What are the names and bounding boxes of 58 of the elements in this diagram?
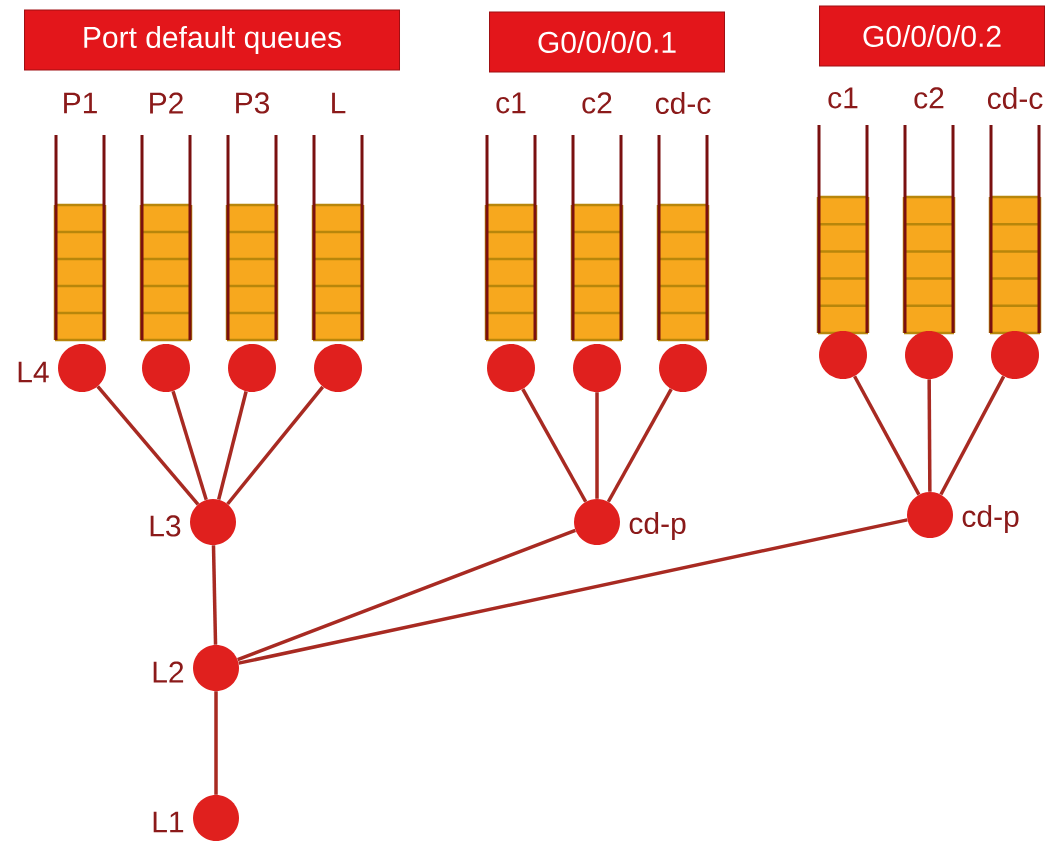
queue-label: cd-c [987, 87, 1043, 109]
header-box: G0/0/0/0.2 [819, 5, 1045, 67]
connector-line [226, 385, 325, 506]
queue-drawing [902, 123, 956, 335]
connector-line [521, 388, 588, 503]
connector-line [214, 691, 218, 795]
circle [58, 344, 106, 392]
queue-drawing [816, 123, 870, 335]
level-label: L3 [150, 515, 181, 537]
queue-drawing [311, 133, 365, 342]
level-label: cd-p [629, 512, 686, 540]
circle [907, 492, 953, 538]
queue-label: P3 [236, 92, 270, 114]
circle [142, 344, 190, 392]
queue-label: P1 [64, 92, 97, 114]
queue-drawing [139, 133, 193, 342]
connector-line [238, 518, 908, 665]
queue-label: cd-c [655, 92, 711, 114]
level-label: L2 [153, 661, 184, 683]
level-label: L4 [18, 361, 49, 383]
connector-line [217, 391, 248, 500]
queue-drawing [570, 133, 624, 342]
circle [193, 795, 239, 841]
circle [574, 499, 620, 545]
connector-line [96, 385, 200, 506]
circle [573, 344, 621, 392]
connector-line [211, 545, 218, 645]
circle [228, 344, 276, 392]
queue-label: L [332, 92, 346, 114]
queue-drawing [988, 123, 1042, 335]
queue-drawing [656, 133, 710, 342]
circle [991, 331, 1039, 379]
queue-label: c1 [496, 92, 526, 114]
level-label: L1 [153, 811, 184, 833]
circle [193, 645, 239, 691]
connector-line [606, 388, 673, 503]
circle [190, 499, 236, 545]
circle [659, 344, 707, 392]
connector-line [939, 375, 1006, 496]
queue-label: P2 [150, 92, 183, 114]
header-box: G0/0/0/0.1 [489, 11, 725, 73]
queue-drawing [53, 133, 107, 342]
circle [487, 344, 535, 392]
connector-line [927, 379, 932, 492]
queue-label: c1 [828, 87, 858, 109]
connector-line [595, 392, 599, 499]
connector-line [171, 390, 208, 501]
header-box: Port default queues [24, 9, 400, 71]
connector-line [237, 528, 576, 662]
circle [905, 331, 953, 379]
queue-label: c2 [582, 92, 612, 114]
level-label: cd-p [962, 505, 1019, 533]
queue-label: c2 [914, 87, 944, 109]
circle [819, 331, 867, 379]
queue-drawing [225, 133, 279, 342]
circle [314, 344, 362, 392]
queue-drawing [484, 133, 538, 342]
connector-line [853, 375, 921, 496]
